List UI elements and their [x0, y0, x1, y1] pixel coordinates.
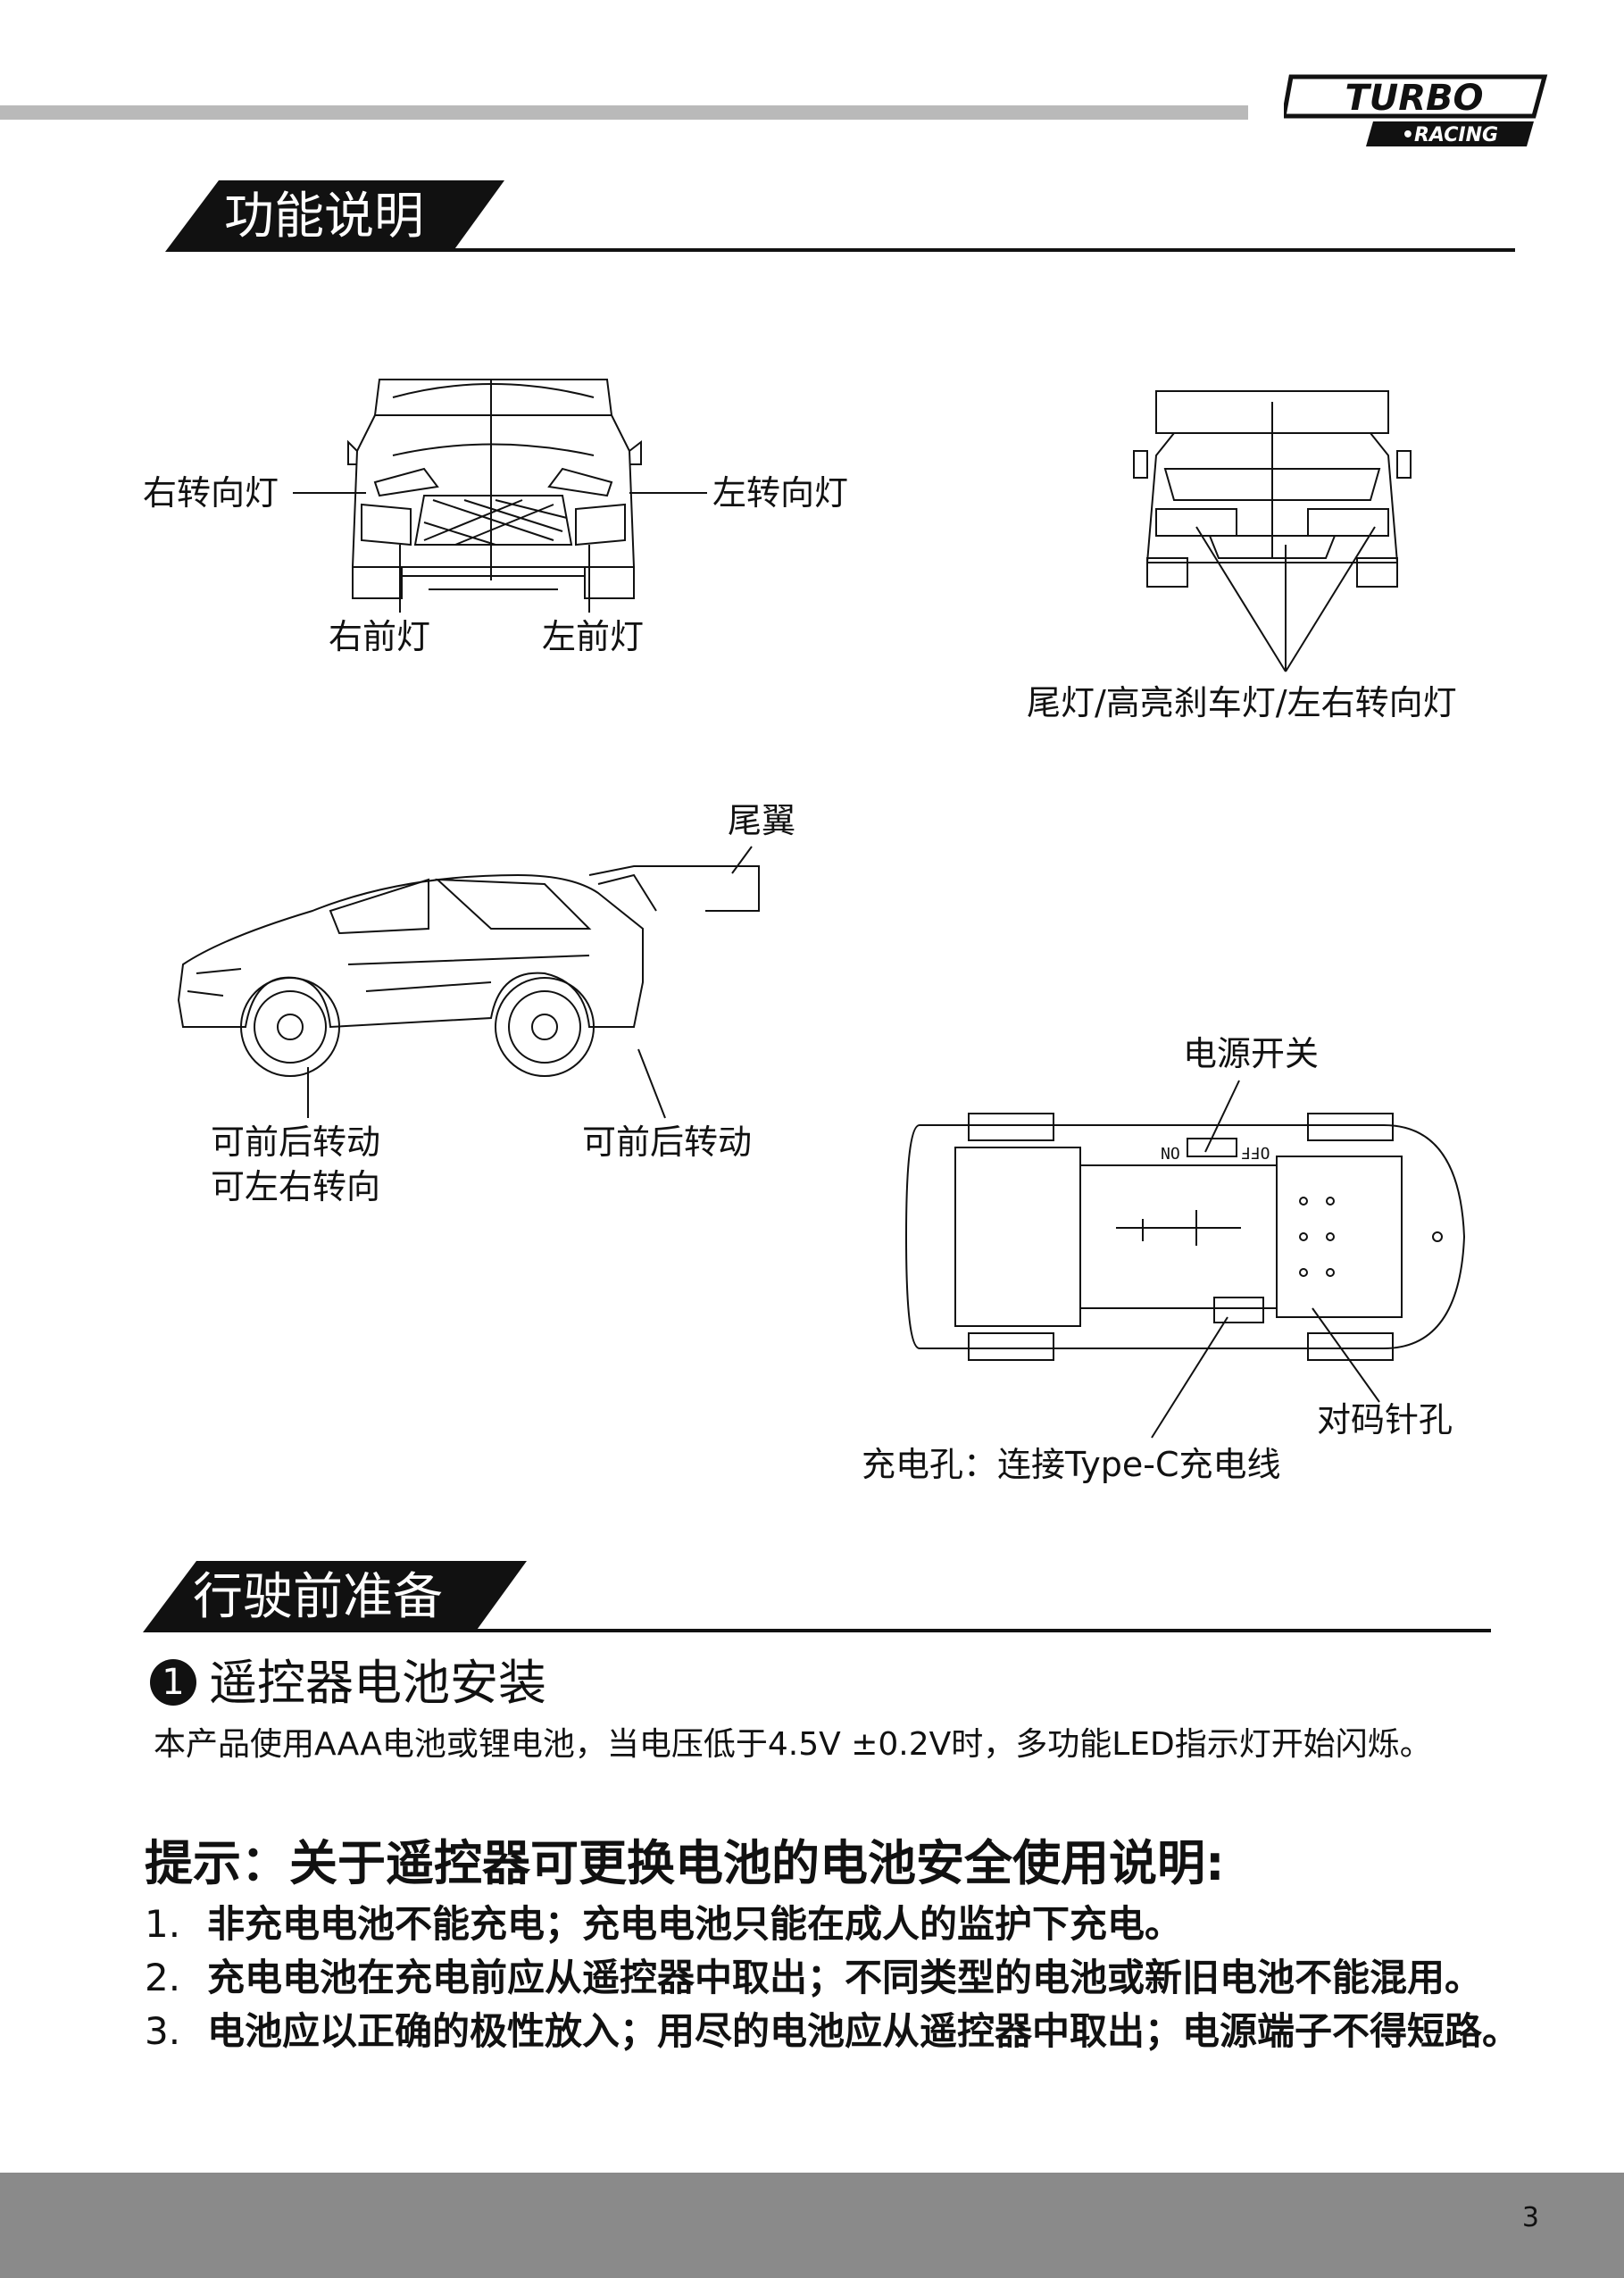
step-number-badge: 1	[150, 1659, 196, 1706]
page-number: 3	[1521, 2202, 1539, 2233]
battery-install-title: 遥控器电池安装	[209, 1655, 546, 1711]
section-heading-functions: 功能说明	[165, 180, 1515, 252]
turbo-racing-logo: TURBO •RACING	[1284, 74, 1548, 146]
label-front-wheel-rotate: 可前后转动	[211, 1122, 381, 1162]
footer-bar	[0, 2173, 1624, 2278]
svg-text:TURBO: TURBO	[1345, 78, 1483, 119]
section-heading-prep: 行驶前准备	[143, 1561, 1491, 1632]
list-item-text: 充电电池在充电前应从遥控器中取出；不同类型的电池或新旧电池不能混用。	[207, 1956, 1483, 1999]
battery-install-heading: 1 遥控器电池安装	[150, 1652, 546, 1715]
battery-tips-list: 1. 非充电电池不能充电；充电电池只能在成人的监护下充电。 2. 充电电池在充电…	[145, 1898, 1520, 2058]
header-bar	[0, 105, 1248, 120]
list-item-number: 3.	[145, 2009, 181, 2053]
label-left-turn-light: 左转向灯	[712, 473, 849, 513]
label-charge-port: 充电孔：连接Type-C充电线	[862, 1445, 1281, 1484]
list-item-number: 2.	[145, 1956, 181, 1999]
heading-rule	[475, 1629, 1491, 1632]
list-item-number: 1.	[145, 1902, 181, 1946]
label-left-headlight: 左前灯	[542, 617, 645, 656]
heading-tab-shape	[165, 180, 504, 252]
car-side-view-illustration	[177, 865, 760, 1077]
car-chassis-bottom-illustration	[904, 1113, 1466, 1361]
label-right-turn-light: 右转向灯	[143, 473, 279, 513]
label-spoiler: 尾翼	[728, 801, 796, 840]
label-tail-lights: 尾灯/高亮刹车灯/左右转向灯	[1027, 683, 1457, 722]
label-rear-wheel-rotate: 可前后转动	[582, 1122, 753, 1162]
label-power-switch: 电源开关	[1183, 1034, 1320, 1073]
section-title-functions: 功能说明	[224, 188, 424, 246]
list-item: 1. 非充电电池不能充电；充电电池只能在成人的监护下充电。	[145, 1898, 1520, 1951]
label-front-wheel-steer: 可左右转向	[211, 1167, 381, 1206]
svg-text:•RACING: •RACING	[1402, 124, 1498, 146]
battery-tips-title: 提示：关于遥控器可更换电池的电池安全使用说明:	[145, 1835, 1225, 1891]
list-item: 2. 充电电池在充电前应从遥控器中取出；不同类型的电池或新旧电池不能混用。	[145, 1951, 1520, 2005]
list-item-text: 非充电电池不能充电；充电电池只能在成人的监护下充电。	[207, 1902, 1183, 1946]
list-item: 3. 电池应以正确的极性放入；用尽的电池应从遥控器中取出；电源端子不得短路。	[145, 2005, 1520, 2058]
car-rear-view-illustration	[1133, 390, 1412, 588]
label-right-headlight: 右前灯	[329, 617, 431, 656]
heading-tab-shape	[143, 1561, 527, 1632]
list-item-text: 电池应以正确的极性放入；用尽的电池应从遥控器中取出；电源端子不得短路。	[207, 2009, 1520, 2053]
heading-rule	[453, 248, 1515, 252]
car-front-view-illustration	[347, 379, 642, 599]
section-title-prep: 行驶前准备	[193, 1568, 443, 1626]
battery-install-text: 本产品使用AAA电池或锂电池，当电压低于4.5V ±0.2V时，多功能LED指示…	[154, 1726, 1432, 1763]
label-pairing-hole: 对码针孔	[1317, 1400, 1453, 1439]
